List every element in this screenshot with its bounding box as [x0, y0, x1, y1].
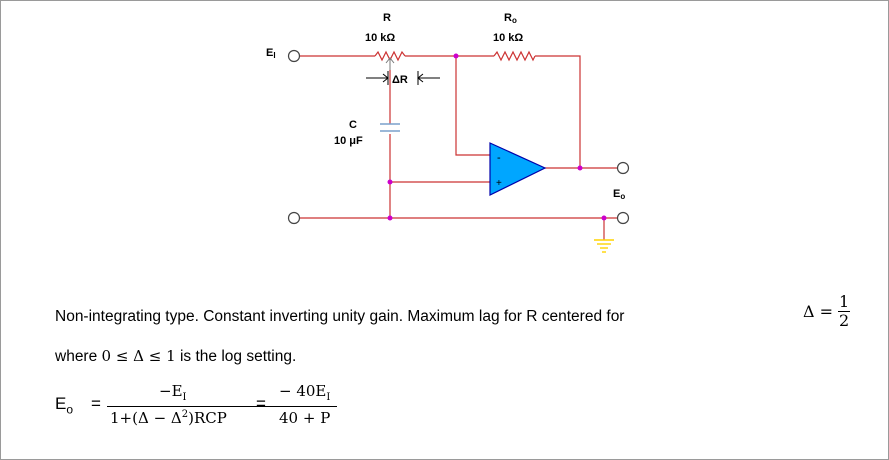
where-suffix: is the log setting. [179, 348, 297, 365]
formula-den2: 40 + P [279, 409, 331, 427]
formula-lhs: Eo [55, 394, 74, 417]
potentiometer-wiper [385, 57, 395, 70]
input-label: EI [266, 47, 276, 60]
op-amp-minus-label: - [497, 152, 501, 164]
delta-numerator: 1 [838, 292, 850, 311]
delta-symbol: Δ = [803, 302, 834, 321]
node-output [577, 165, 583, 171]
r-value: 10 kΩ [365, 32, 395, 44]
terminal-ground-output [616, 211, 630, 225]
formula-num2: − 40EI [279, 382, 331, 403]
delta-denominator: 2 [838, 311, 850, 330]
formula-eq2: = [256, 394, 266, 413]
capacitor-c [380, 123, 400, 132]
where-line: where 0 ≤ Δ ≤ 1 is the log setting. [55, 347, 296, 366]
formula-den1: 1+(Δ − Δ2)RCP [110, 409, 227, 427]
terminal-ground-input [287, 211, 301, 225]
delta-r-label: ΔR [392, 74, 408, 86]
formula-num1: −EI [159, 382, 187, 403]
where-prefix: where [55, 348, 98, 365]
node-ground-rail [387, 215, 393, 221]
op-amp-plus-label: + [496, 178, 502, 189]
delta-r-indicator [366, 71, 440, 85]
fraction-bar-2 [275, 406, 337, 407]
circuit-schematic: - + R 10 kΩ Ro 10 kΩ EI ΔR C 10 μF Eo [266, 12, 630, 253]
terminal-input [287, 49, 301, 63]
output-label: Eo [613, 188, 625, 201]
where-math: 0 ≤ Δ ≤ 1 [101, 347, 176, 365]
circuit-wires [300, 55, 617, 240]
wire-node-to-minus [455, 56, 490, 156]
node-plus [387, 179, 393, 185]
delta-fraction: 1 2 [838, 292, 851, 330]
wire-ro-to-output [535, 55, 581, 168]
ground-icon [594, 239, 614, 253]
resistor-ro [493, 50, 536, 62]
r-label: R [383, 12, 391, 24]
delta-equation: Δ = 1 2 [803, 292, 851, 330]
fraction-bar-1 [107, 406, 303, 407]
node-inverting [453, 53, 459, 59]
c-value: 10 μF [334, 135, 363, 147]
description-text: Non-integrating type. Constant inverting… [55, 308, 625, 325]
ro-label: Ro [504, 12, 517, 25]
terminals [287, 49, 630, 225]
op-amp [489, 142, 547, 196]
terminal-output [616, 161, 630, 175]
ro-value: 10 kΩ [493, 32, 523, 44]
junction-nodes [387, 53, 607, 221]
node-ground-drop [601, 215, 607, 221]
c-label: C [349, 119, 357, 131]
formula-eq1: = [91, 394, 101, 413]
